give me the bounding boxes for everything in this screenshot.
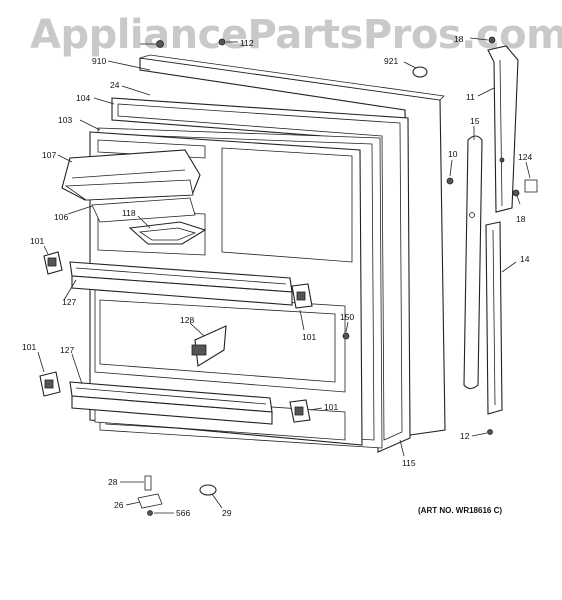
callout-115: 115	[402, 458, 416, 468]
dairy-bin	[91, 197, 196, 223]
upper-door-shelf	[69, 261, 293, 306]
callout-101-c: 101	[22, 342, 36, 352]
callout-10: 10	[448, 149, 458, 159]
callout-118: 118	[122, 208, 136, 218]
fasteners	[137, 36, 538, 516]
callout-18-right: 18	[516, 214, 526, 224]
lower-door-shelf	[69, 381, 273, 425]
shelf-bracket-right-upper	[291, 283, 313, 309]
callout-24: 24	[110, 80, 120, 90]
callout-127-a: 127	[62, 297, 76, 307]
callout-labels: 18 112 910 921 24 104 11 103 15 10 107 1…	[22, 34, 532, 518]
callout-127-b: 127	[60, 345, 74, 355]
art-number-label: (ART NO. WR18616 C)	[418, 506, 503, 515]
thermostat-cover	[191, 325, 227, 367]
handle-trim-strip	[463, 135, 483, 390]
callout-566: 566	[176, 508, 190, 518]
callout-124: 124	[518, 152, 532, 162]
callout-28: 28	[108, 477, 118, 487]
callout-112: 112	[240, 38, 254, 48]
callout-104: 104	[76, 93, 90, 103]
shelf-bracket-left-lower	[39, 371, 61, 397]
shelf-bracket-right-lower	[289, 399, 311, 423]
watermark-text: AppliancePartsPros.com	[30, 12, 562, 58]
callout-11: 11	[466, 92, 475, 102]
shelf-bracket-left-upper	[43, 251, 63, 275]
callout-29: 29	[222, 508, 232, 518]
callout-101-d: 101	[324, 402, 338, 412]
callout-101-a: 101	[30, 236, 44, 246]
callout-18-top: 18	[454, 34, 464, 44]
callout-150: 150	[340, 312, 354, 322]
callout-910: 910	[92, 56, 106, 66]
leader-lines	[37, 37, 531, 514]
callout-12: 12	[460, 431, 470, 441]
callout-128: 128	[180, 315, 194, 325]
door-handle	[487, 45, 519, 213]
callout-921: 921	[384, 56, 398, 66]
callout-101-b: 101	[302, 332, 316, 342]
screw-150	[342, 332, 350, 340]
callout-103: 103	[58, 115, 72, 125]
callout-26: 26	[114, 500, 124, 510]
callout-14: 14	[520, 254, 530, 264]
small-tray	[128, 221, 207, 245]
door-hinge	[485, 221, 503, 415]
callout-107: 107	[42, 150, 56, 160]
callout-106: 106	[54, 212, 68, 222]
dairy-compartment-door	[61, 149, 201, 201]
callout-15: 15	[470, 116, 480, 126]
